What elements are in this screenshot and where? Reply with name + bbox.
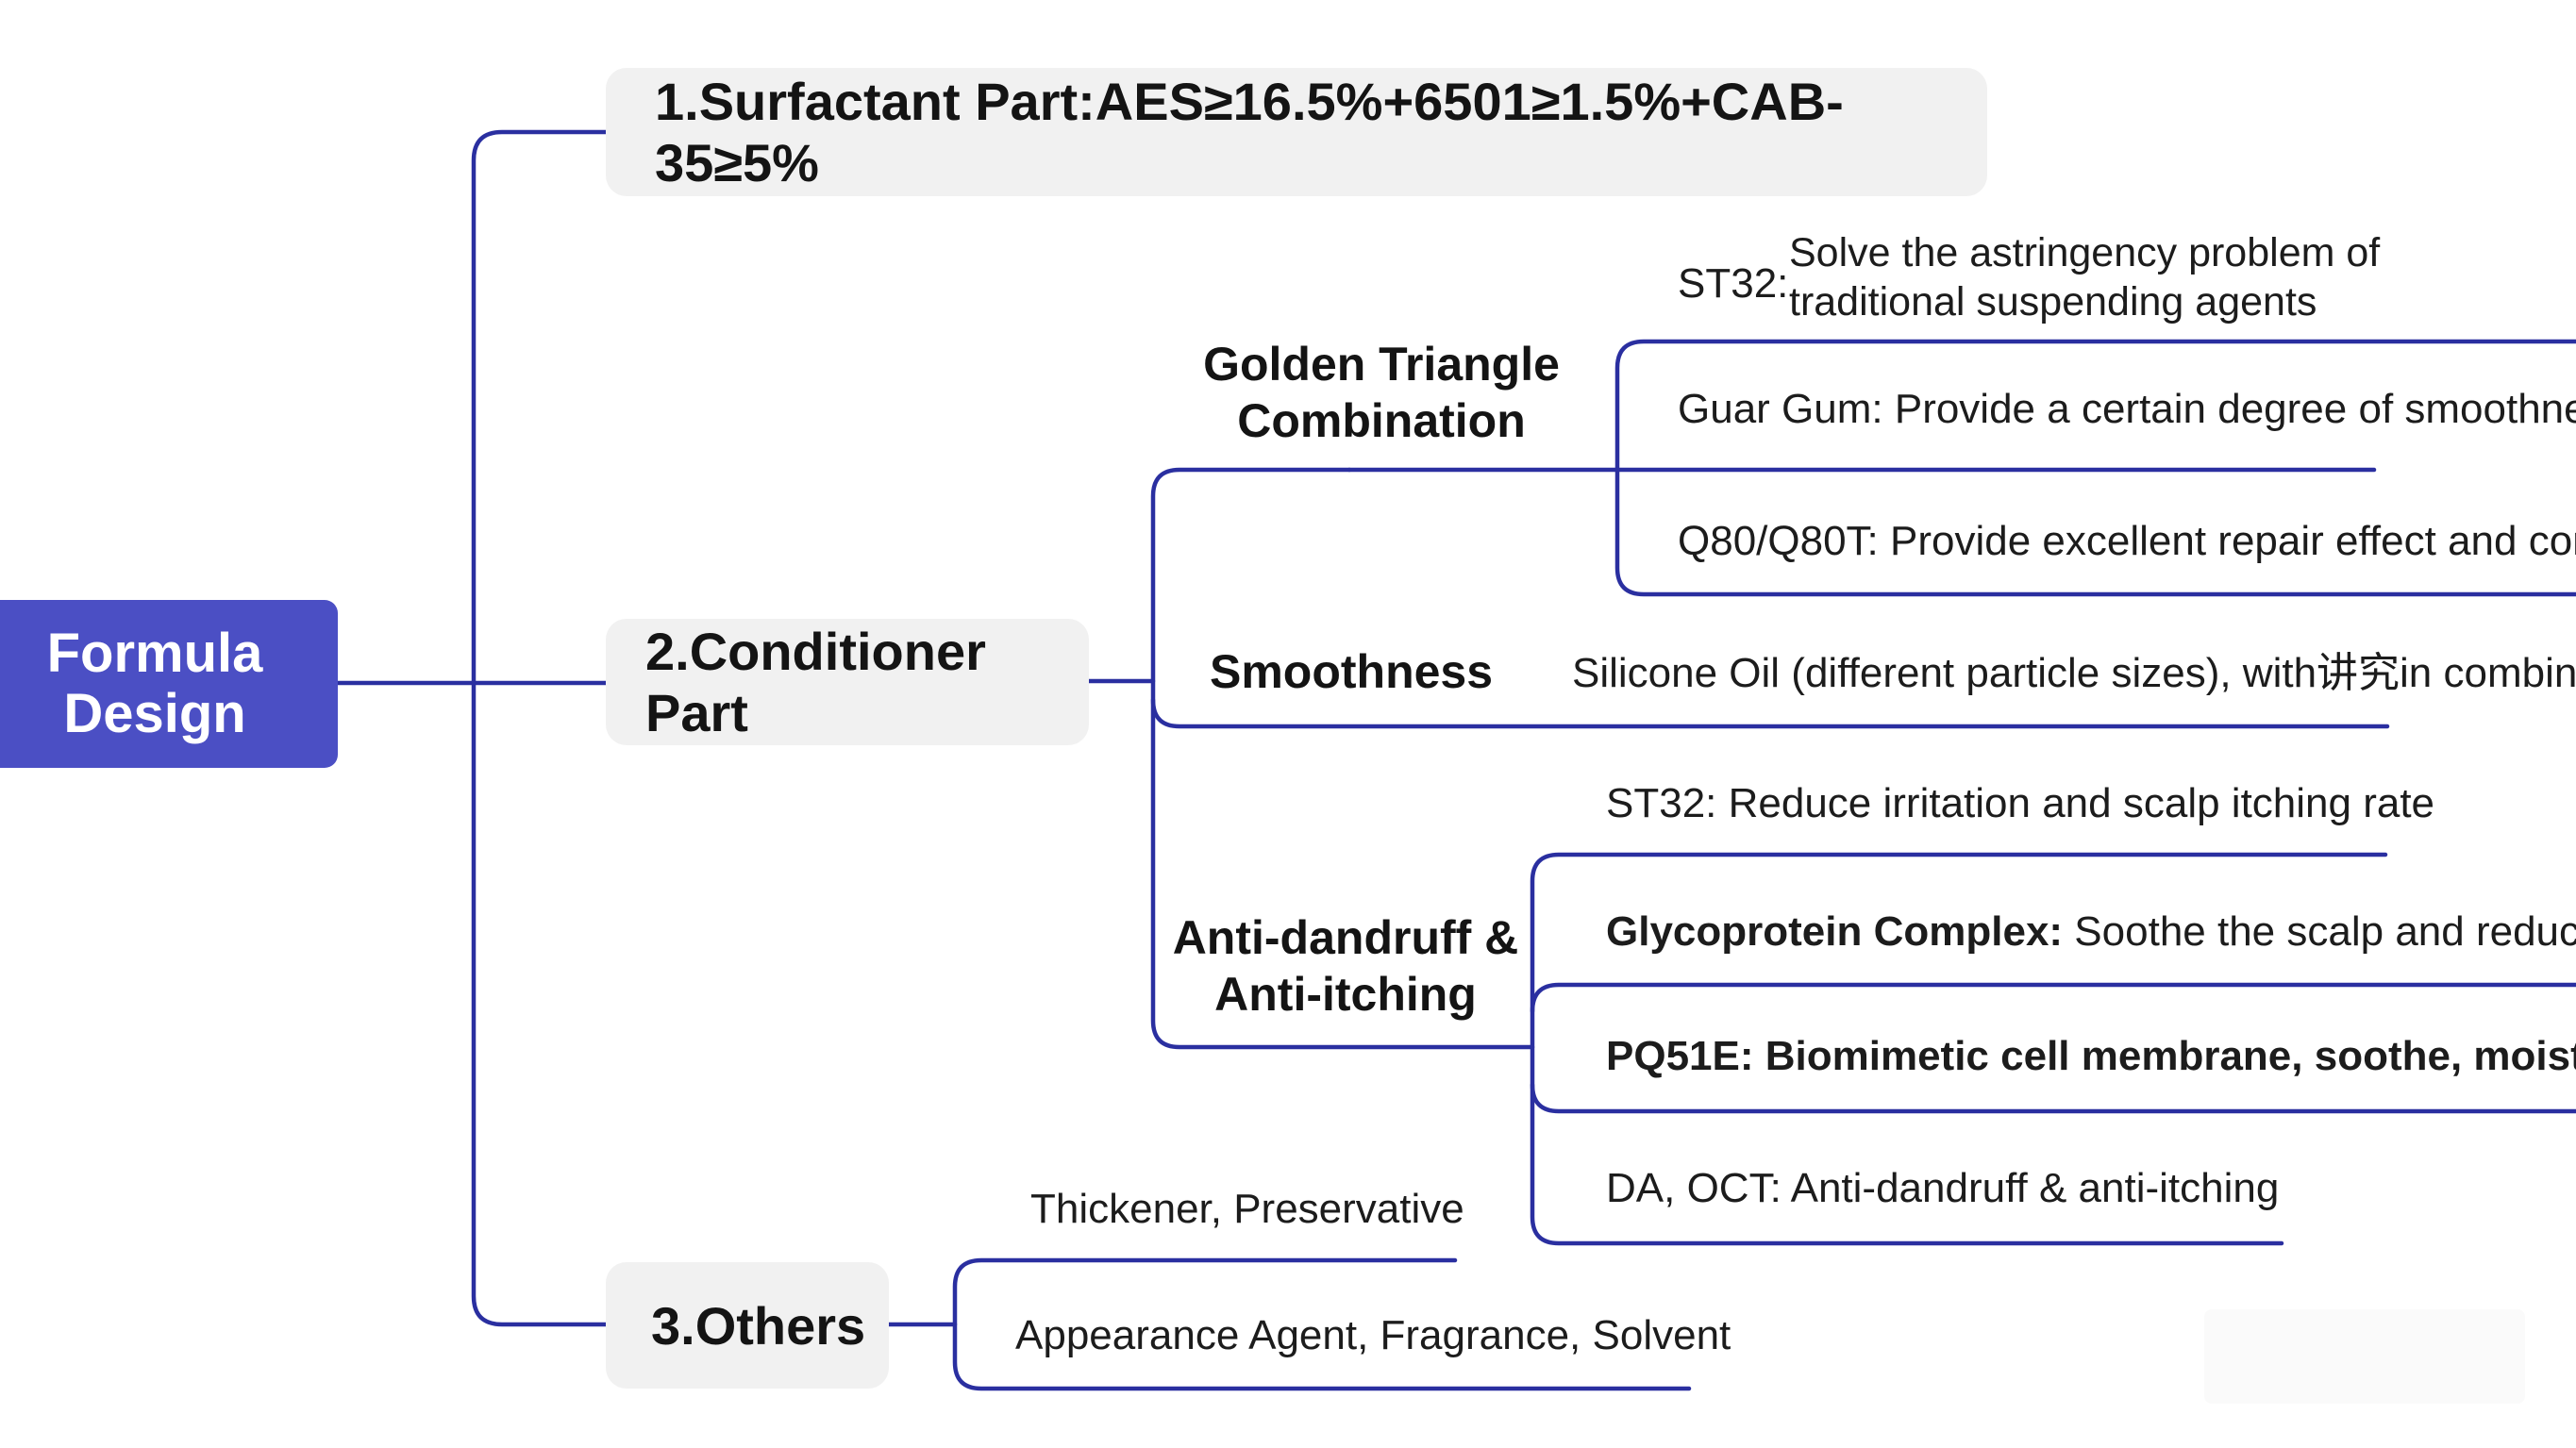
root-label-line1: Formula xyxy=(46,623,263,684)
ad-glycoprotein-leaf[interactable]: Glycoprotein Complex: Soothe the scalp a… xyxy=(1606,907,2576,957)
others-label: 3.Others xyxy=(651,1295,866,1356)
others-thickener-leaf[interactable]: Thickener, Preservative xyxy=(1030,1186,1464,1232)
golden-st32-desc-line1: Solve the astringency problem of xyxy=(1789,230,2381,275)
antidandruff-label-line2: Anti-itching xyxy=(1214,968,1477,1021)
golden-triangle-node[interactable]: Golden Triangle Combination xyxy=(1191,336,1572,449)
surfactant-node[interactable]: 1.Surfactant Part:AES≥16.5%+6501≥1.5%+CA… xyxy=(606,68,1987,196)
smoothness-node[interactable]: Smoothness xyxy=(1210,645,1494,698)
watermark-box xyxy=(2204,1309,2525,1404)
golden-label-line2: Combination xyxy=(1237,394,1526,447)
golden-st32-label: ST32: xyxy=(1678,260,1789,307)
conditioner-label: 2.Conditioner Part xyxy=(645,622,986,742)
others-appearance-leaf[interactable]: Appearance Agent, Fragrance, Solvent xyxy=(1015,1312,1731,1358)
others-node[interactable]: 3.Others xyxy=(606,1262,889,1389)
ad-pq51e-leaf[interactable]: PQ51E: Biomimetic cell membrane, soothe,… xyxy=(1606,1033,2576,1079)
link-ad-pq51e xyxy=(1530,1082,2576,1114)
root-label-line2: Design xyxy=(63,683,246,744)
golden-st32-desc: Solve the astringency problem of traditi… xyxy=(1789,228,2380,326)
golden-label-line1: Golden Triangle xyxy=(1203,338,1560,391)
link-smoothness-underline xyxy=(1150,697,2390,729)
golden-st32-desc-line2: traditional suspending agents xyxy=(1789,279,2317,325)
link-others-leaves xyxy=(952,1257,1692,1391)
ad-da-oct-leaf[interactable]: DA, OCT: Anti-dandruff & anti-itching xyxy=(1606,1165,2280,1211)
root-node[interactable]: Formula Design xyxy=(0,600,338,768)
link-ad-leaves xyxy=(1530,852,2388,1246)
ad-st32-leaf[interactable]: ST32: Reduce irritation and scalp itchin… xyxy=(1606,780,2435,826)
link-to-golden xyxy=(1150,467,1535,1050)
golden-guar-leaf[interactable]: Guar Gum: Provide a certain degree of sm… xyxy=(1678,386,2576,432)
antidandruff-label-line1: Anti-dandruff & xyxy=(1172,911,1519,964)
ad-glycoprotein-label: Glycoprotein Complex: xyxy=(1606,908,2064,955)
antidandruff-node[interactable]: Anti-dandruff & Anti-itching xyxy=(1166,909,1525,1023)
conditioner-node[interactable]: 2.Conditioner Part xyxy=(606,619,1089,745)
link-ad-glyco xyxy=(1530,982,2576,1014)
ad-glycoprotein-desc: Soothe the scalp and reduce irr xyxy=(2074,908,2576,955)
link-to-surfactant xyxy=(471,129,609,1327)
smoothness-silicone-leaf[interactable]: Silicone Oil (different particle sizes),… xyxy=(1572,650,2576,696)
link-golden-leaves xyxy=(1614,339,2576,597)
surfactant-label: 1.Surfactant Part:AES≥16.5%+6501≥1.5%+CA… xyxy=(655,72,1844,192)
golden-q80-leaf[interactable]: Q80/Q80T: Provide excellent repair effec… xyxy=(1678,518,2576,564)
